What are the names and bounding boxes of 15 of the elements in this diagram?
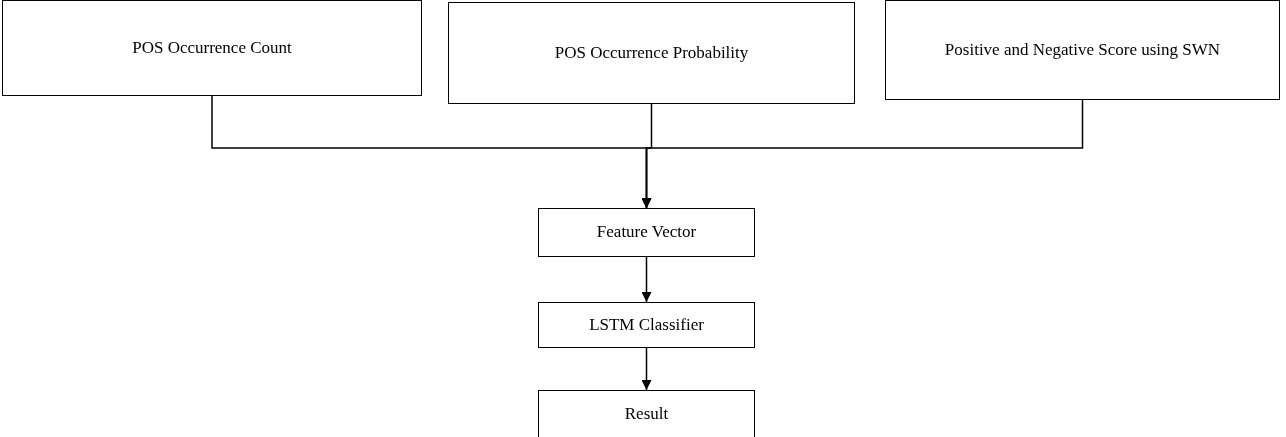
process-box	[538, 302, 755, 348]
box-label: LSTM Classifier	[588, 313, 705, 336]
arrow	[641, 347, 652, 391]
box-label: Result	[623, 402, 670, 425]
process-box	[538, 208, 755, 257]
process-box	[885, 0, 1280, 100]
box-label: Positive and Negative Score using SWN	[943, 38, 1222, 61]
box-label: POS Occurrence Count	[131, 36, 293, 59]
process-box	[2, 0, 422, 96]
process-box	[538, 390, 755, 437]
box-label: POS Occurrence Probability	[553, 41, 750, 64]
process-box	[448, 2, 855, 104]
box-label: Feature Vector	[595, 221, 698, 244]
arrow	[641, 99, 1084, 209]
arrow	[641, 256, 652, 303]
